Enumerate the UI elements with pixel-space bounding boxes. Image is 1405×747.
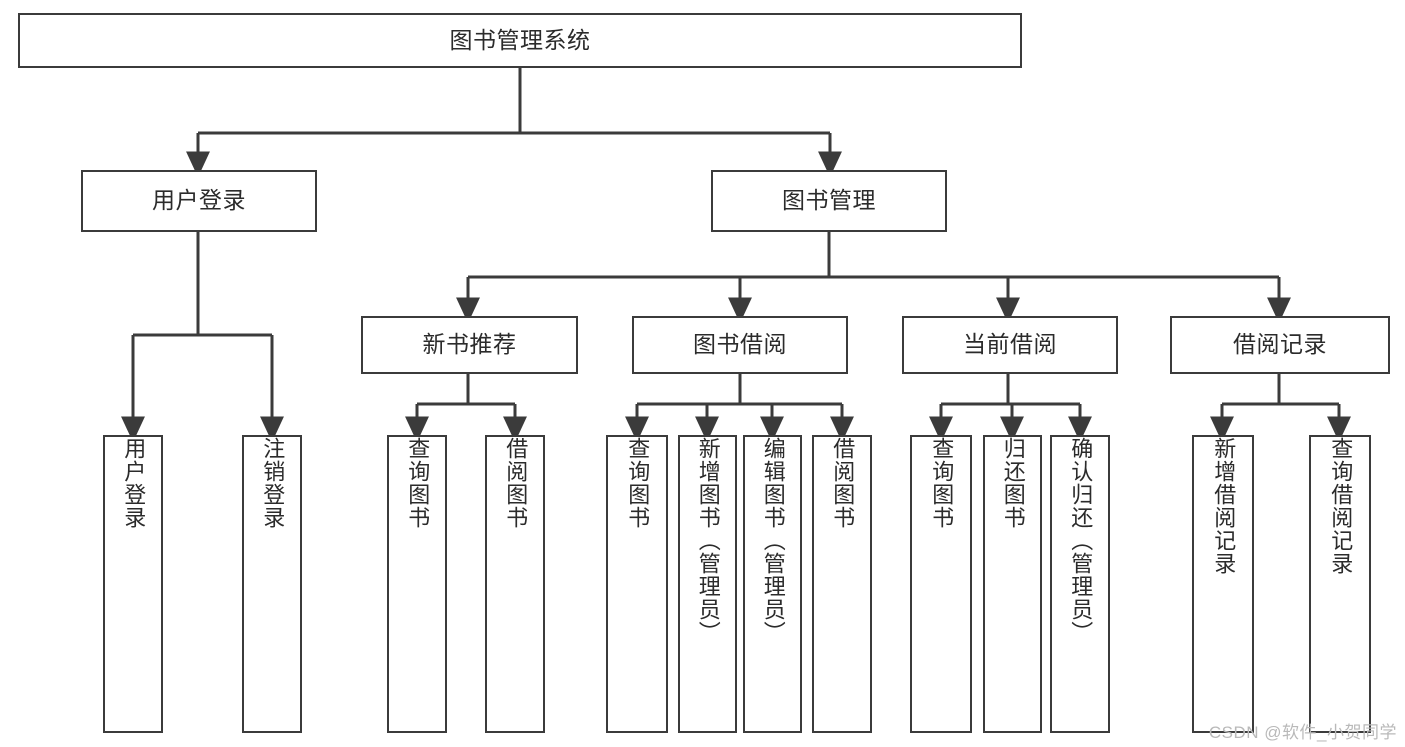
node-new-book-recommend[interactable]: 新书推荐 bbox=[361, 316, 578, 374]
node-root-label: 图书管理系统 bbox=[449, 26, 591, 53]
leaf-leaf-add-borrow-record-label: 新增借阅记录 bbox=[1211, 437, 1237, 575]
leaf-leaf-add-book-admin[interactable]: 新增图书（管理员） bbox=[678, 435, 737, 733]
leaf-leaf-borrow-book-rec-label: 借阅图书 bbox=[503, 437, 529, 529]
leaf-leaf-return-book-label: 归还图书 bbox=[1000, 437, 1026, 529]
leaf-leaf-borrow-book-rec[interactable]: 借阅图书 bbox=[485, 435, 545, 733]
node-current-borrow[interactable]: 当前借阅 bbox=[902, 316, 1118, 374]
leaf-leaf-user-login[interactable]: 用户登录 bbox=[103, 435, 163, 733]
node-user-login-label: 用户登录 bbox=[152, 187, 246, 214]
leaf-leaf-logout-login-label: 注销登录 bbox=[260, 437, 286, 529]
node-book-manage[interactable]: 图书管理 bbox=[711, 170, 947, 232]
leaf-leaf-query-borrow-record-label: 查询借阅记录 bbox=[1328, 437, 1354, 575]
node-book-borrow[interactable]: 图书借阅 bbox=[632, 316, 848, 374]
node-book-borrow-label: 图书借阅 bbox=[693, 331, 787, 358]
leaf-leaf-logout-login[interactable]: 注销登录 bbox=[242, 435, 302, 733]
leaf-leaf-add-borrow-record[interactable]: 新增借阅记录 bbox=[1192, 435, 1254, 733]
leaf-leaf-edit-book-admin[interactable]: 编辑图书（管理员） bbox=[743, 435, 802, 733]
leaf-leaf-return-book[interactable]: 归还图书 bbox=[983, 435, 1042, 733]
leaf-leaf-query-borrow-record[interactable]: 查询借阅记录 bbox=[1309, 435, 1371, 733]
leaf-leaf-borrow-book-label: 借阅图书 bbox=[830, 437, 856, 529]
node-current-borrow-label: 当前借阅 bbox=[963, 331, 1057, 358]
node-root[interactable]: 图书管理系统 bbox=[18, 13, 1022, 68]
node-borrow-record[interactable]: 借阅记录 bbox=[1170, 316, 1390, 374]
node-book-manage-label: 图书管理 bbox=[782, 187, 876, 214]
leaf-leaf-add-book-admin-label: 新增图书（管理员） bbox=[695, 437, 721, 644]
leaf-leaf-query-book-rec-label: 查询图书 bbox=[405, 437, 431, 529]
node-new-book-recommend-label: 新书推荐 bbox=[422, 331, 517, 358]
leaf-leaf-borrow-book[interactable]: 借阅图书 bbox=[812, 435, 872, 733]
leaf-leaf-query-book-borrow-label: 查询图书 bbox=[625, 437, 651, 529]
watermark: CSDN @软件_小贺同学 bbox=[1208, 723, 1397, 742]
leaf-leaf-edit-book-admin-label: 编辑图书（管理员） bbox=[760, 437, 786, 644]
leaf-leaf-query-book-borrow[interactable]: 查询图书 bbox=[606, 435, 668, 733]
leaf-leaf-query-book-rec[interactable]: 查询图书 bbox=[387, 435, 447, 733]
leaf-leaf-query-book-cur[interactable]: 查询图书 bbox=[910, 435, 972, 733]
leaf-leaf-query-book-cur-label: 查询图书 bbox=[929, 437, 955, 529]
leaf-leaf-confirm-return-admin-label: 确认归还（管理员） bbox=[1068, 437, 1094, 644]
leaf-leaf-confirm-return-admin[interactable]: 确认归还（管理员） bbox=[1050, 435, 1110, 733]
leaf-leaf-user-login-label: 用户登录 bbox=[121, 437, 147, 529]
node-borrow-record-label: 借阅记录 bbox=[1233, 331, 1327, 358]
node-user-login[interactable]: 用户登录 bbox=[81, 170, 317, 232]
